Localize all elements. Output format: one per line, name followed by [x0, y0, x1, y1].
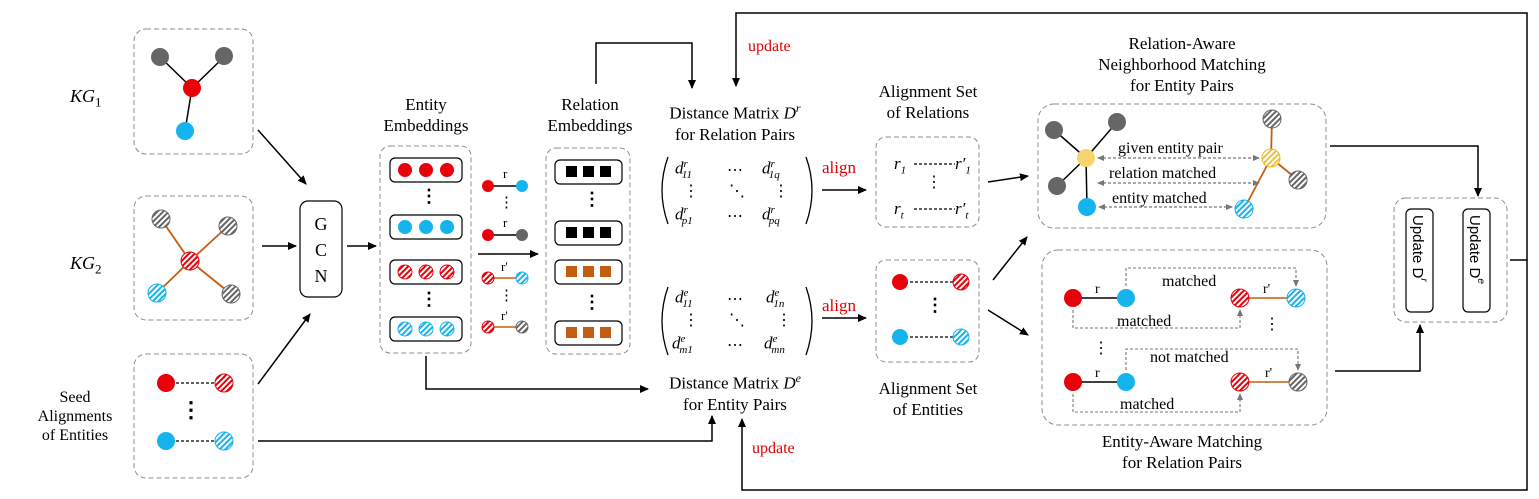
update-de-label: Update De: [1466, 215, 1486, 284]
kg1-node-red: [183, 79, 201, 97]
relation-embeddings-title: Relation Embeddings: [547, 95, 633, 135]
matrix-vdots: ⋮: [683, 312, 699, 329]
matched-label: matched: [1162, 273, 1217, 290]
distance-matrix-entity-title: Distance Matrix De for Entity Pairs: [669, 371, 801, 414]
relation-emb-vdots: ⋮: [583, 292, 601, 312]
kg1-node-blue: [176, 122, 194, 140]
matched-label: matched: [1117, 313, 1172, 330]
relation-samples: [481, 180, 529, 334]
kg2-box: [133, 195, 254, 321]
gcn-box: [299, 200, 343, 298]
r-label: r: [1095, 282, 1100, 297]
update-label-bottom: update: [752, 440, 795, 457]
seed-alignments-box: [133, 353, 254, 479]
matrix-ddots: ⋱: [729, 183, 745, 200]
update-box: [1393, 197, 1508, 323]
matrix-e-entry: de11: [675, 287, 693, 311]
ent-set-vdots: ⋮: [926, 295, 944, 315]
r-label: r: [503, 215, 508, 230]
alignment-set-relations-title: Alignment Set of Relations: [878, 82, 978, 122]
matrix-e-entry: de1n: [766, 287, 785, 311]
rann-panel: [1037, 103, 1327, 229]
distance-matrix-relation-title: Distance Matrix Dr for Relation Pairs: [669, 101, 801, 144]
matrix-r-entry: dr1q: [762, 158, 780, 182]
entity-embeddings-box: [379, 145, 472, 354]
entity-emb-vdots: ⋮: [420, 186, 438, 206]
eam-vdots: ⋮: [1093, 340, 1109, 357]
matrix-cdots: ⋯: [727, 208, 743, 225]
rel-set-rt: rt: [894, 199, 904, 222]
r-prime-label: r': [501, 308, 508, 323]
matched-label: matched: [1120, 396, 1175, 413]
matrix-r-entry: drpq: [762, 204, 780, 228]
eam-vdots: ⋮: [1264, 316, 1280, 333]
update-label-top: update: [748, 38, 791, 55]
rel-set-rtp: r′t: [955, 199, 969, 222]
kg1-node-gray: [151, 48, 169, 66]
kg1-node-gray: [215, 47, 233, 65]
matrix-ddots: ⋱: [729, 312, 745, 329]
matrix-r-entry: dr11: [675, 158, 692, 182]
rel-set-r1: r1: [894, 154, 907, 177]
entity-embeddings-title: Entity Embeddings: [383, 95, 469, 135]
seed-label: Seed Alignments of Entities: [37, 389, 113, 444]
matrix-e-entry: demn: [764, 333, 785, 357]
rann-title: Relation-Aware Neighborhood Matching for…: [1098, 34, 1266, 95]
entity-emb-vdots: ⋮: [420, 289, 438, 309]
rel-set-vdots: ⋮: [926, 174, 942, 191]
kg1-label: KG1: [70, 86, 102, 110]
eam-title: Entity-Aware Matching for Relation Pairs: [1101, 432, 1263, 472]
update-dr-label: Update Dr: [1409, 215, 1429, 282]
relation-sample-vdots: ⋮: [499, 288, 514, 304]
matrix-cdots: ⋯: [727, 291, 743, 308]
r-label: r: [503, 166, 508, 181]
given-entity-pair-label: given entity pair: [1118, 140, 1223, 157]
align-label-bottom: align: [822, 296, 856, 315]
relation-sample-vdots: ⋮: [499, 195, 514, 211]
relation-emb-vdots: ⋮: [583, 189, 601, 209]
r-prime-label: r': [1265, 366, 1273, 381]
eam-panel: [1041, 249, 1328, 426]
matrix-r-entry: drp1: [675, 204, 693, 228]
matrix-vdots: ⋮: [773, 183, 789, 200]
alignment-set-relations-box: [875, 136, 980, 228]
relation-matched-label: relation matched: [1109, 165, 1217, 182]
not-matched-label: not matched: [1150, 349, 1229, 366]
rel-set-r1p: r′1: [955, 154, 971, 177]
matrix-vdots: ⋮: [776, 312, 792, 329]
matrix-e-entry: dem1: [672, 333, 693, 357]
gcn-label: G C N: [314, 214, 328, 286]
r-label: r: [1095, 366, 1100, 381]
align-label-top: align: [822, 158, 856, 177]
r-prime-label: r': [1263, 282, 1271, 297]
kg1-box: [133, 28, 254, 155]
seed-vdots: ⋮: [180, 397, 202, 422]
matrix-vdots: ⋮: [683, 183, 699, 200]
r-prime-label: r': [501, 259, 508, 274]
matrix-cdots: ⋯: [727, 337, 743, 354]
matrix-cdots: ⋯: [727, 162, 743, 179]
alignment-set-entities-title: Alignment Set of Entities: [878, 379, 978, 419]
kg2-label: KG2: [70, 253, 102, 277]
entity-matched-label: entity matched: [1112, 190, 1207, 207]
relation-embeddings-box: [545, 147, 631, 355]
alignment-set-entities-box: [875, 259, 980, 363]
